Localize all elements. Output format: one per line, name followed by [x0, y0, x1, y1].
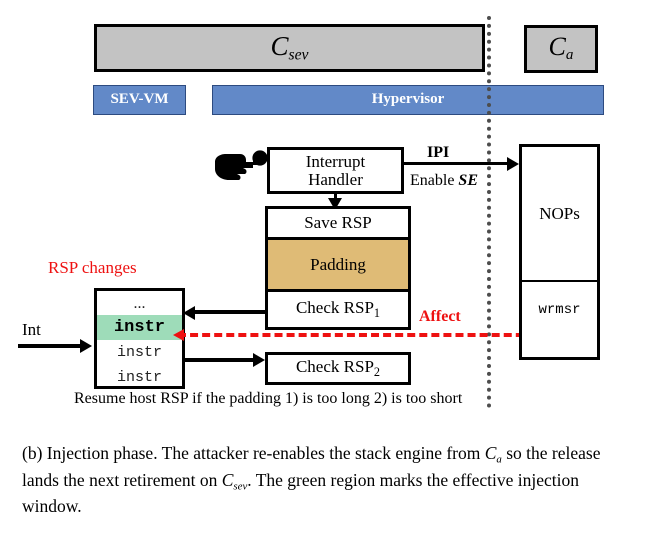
label-enable-se: Enable SE: [410, 172, 478, 189]
layer-bar-sev-vm: SEV-VM: [93, 85, 186, 115]
arrow-ipi-head: [507, 157, 519, 171]
instr-line-highlighted: instr: [97, 315, 182, 340]
attacker-code-box: NOPs wrmsr: [519, 144, 600, 360]
nops-label: NOPs: [539, 203, 580, 223]
pointing-hand-icon: [215, 150, 268, 180]
check-rsp-2-label: Check RSP2: [295, 357, 381, 380]
wrmsr-cell: wrmsr: [522, 282, 597, 359]
layer-bar-hypervisor-label: Hypervisor: [371, 91, 445, 108]
caption-part-2: so the release lands the next retirement…: [22, 443, 601, 490]
arrow-int-line: [18, 344, 82, 348]
injection-phase-diagram: Csev Ca SEV-VM Hypervisor Interrupt Hand…: [18, 16, 604, 408]
wrmsr-label: wrmsr: [538, 301, 581, 318]
interrupt-handler-line-1: Interrupt: [305, 151, 366, 171]
label-int: Int: [22, 320, 41, 339]
layer-bar-sev-vm-label: SEV-VM: [110, 91, 169, 108]
label-rsp-changes: RSP changes: [48, 258, 137, 277]
layer-bar-hypervisor: Hypervisor: [212, 85, 604, 115]
label-ipi: IPI: [427, 144, 450, 161]
instr-ellipsis: ...: [133, 295, 146, 312]
label-resume-note: Resume host RSP if the padding 1) is too…: [74, 390, 463, 407]
padding-label: Padding: [310, 254, 366, 274]
arrow-check1-to-instr-line: [190, 310, 250, 314]
save-rsp-label: Save RSP: [304, 213, 372, 232]
figure-caption: (b) Injection phase. The attacker re-ena…: [22, 441, 640, 519]
arrow-check1-stub: [247, 310, 265, 314]
caption-label: (b): [22, 443, 43, 463]
caption-ctx-sev: Csev: [221, 469, 248, 492]
check-rsp-1-cell: Check RSP1: [268, 292, 408, 327]
caption-part-1: Injection phase. The attacker re-enables…: [42, 443, 485, 463]
arrow-instr-to-check2-head: [253, 353, 265, 367]
save-rsp-cell: Save RSP: [268, 209, 408, 237]
caption-part-3: . The green region marks the effective i…: [22, 469, 580, 517]
instr-line-3: instr: [116, 369, 162, 386]
arrow-int-head: [80, 339, 92, 353]
context-divider-line: [487, 16, 491, 408]
arrow-ipi-line: [404, 162, 509, 165]
hypervisor-stack-box: Save RSP Padding Check RSP1: [265, 206, 411, 330]
arrow-instr-to-check2-line: [185, 358, 257, 362]
guest-instruction-box: ... instr instr instr: [94, 288, 185, 389]
nops-cell: NOPs: [522, 147, 597, 282]
instr-line-2: instr: [116, 344, 162, 361]
check-rsp-2-box: Check RSP2: [265, 352, 411, 385]
context-label-csev: Csev: [270, 31, 309, 64]
context-bar-csev: Csev: [94, 24, 485, 72]
check-rsp-1-label: Check RSP1: [295, 298, 381, 320]
caption-ctx-a: Ca: [484, 443, 502, 466]
interrupt-handler-box: Interrupt Handler: [267, 147, 404, 194]
padding-cell: Padding: [268, 237, 408, 292]
context-bar-ca: Ca: [524, 25, 598, 73]
affect-arrow-head: [173, 329, 184, 341]
context-label-ca: Ca: [548, 32, 574, 64]
interrupt-handler-line-2: Handler: [308, 169, 363, 189]
label-affect: Affect: [419, 308, 461, 325]
arrow-check1-to-instr-head: [183, 306, 195, 320]
affect-dashed-line: [178, 333, 560, 337]
